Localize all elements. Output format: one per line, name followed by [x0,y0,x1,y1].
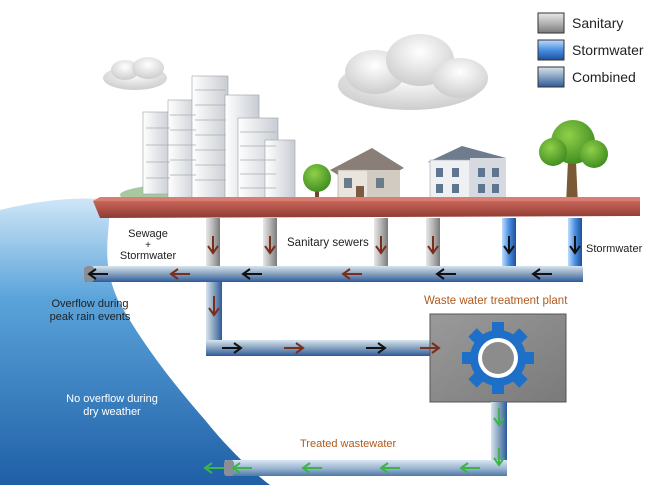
combined-swatch [537,66,565,88]
cloud-icon [103,57,167,90]
no-overflow-label-2: dry weather [83,406,141,418]
sewage-label: Sewage [128,228,168,240]
large-tree-icon [539,120,608,205]
sewage-plus-label: + [145,240,151,251]
treated-outlet [224,460,234,476]
legend-label-stormwater: Stormwater [572,42,644,58]
sanitary-swatch [537,12,565,34]
flow-arrows [87,236,581,474]
stormwater-label: Stormwater [586,243,643,255]
stormwater-swatch [537,39,565,61]
ground-slab [93,197,640,218]
legend: Sanitary Stormwater Combined [537,12,644,88]
legend-label-sanitary: Sanitary [572,15,623,31]
overflow-label: Overflow during [51,298,128,310]
combined-main-pipe [85,266,583,282]
overflow-label-2: peak rain events [50,311,131,323]
treated-outflow-pipe [225,460,507,476]
treated-label: Treated wastewater [300,438,397,450]
mansion-icon [428,146,506,206]
legend-label-combined: Combined [572,69,636,85]
cloud-icon [338,34,488,110]
gear-icon [462,322,534,394]
sewage-stormwater-label: Stormwater [120,250,177,262]
water-body [0,198,270,485]
tree-icon [303,164,331,202]
city-buildings-icon [120,75,296,207]
combined-to-plant-pipe [206,340,432,356]
plant-label: Waste water treatment plant [424,295,568,307]
no-overflow-label: No overflow during [66,393,158,405]
sanitary-sewers-label: Sanitary sewers [287,237,369,249]
